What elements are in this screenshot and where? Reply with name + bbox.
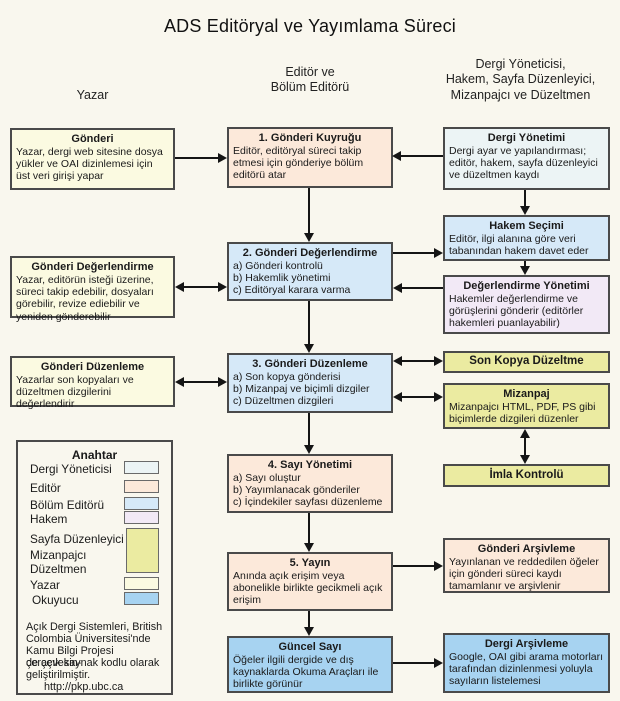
arrow-guncel-sayi-to-dergi-arsivleme [393,658,443,668]
box-body: a) Son kopya gönderisi b) Mizanpaj ve bi… [233,370,370,408]
arrow-sayi-yonetimi-to-yayin [304,513,314,552]
box-body: Editör, ilgi alanına göre veri tabanında… [449,232,589,258]
arrow-degerlendirme-yazar-bidirectional [175,282,227,292]
box-title: 4. Sayı Yönetimi [267,459,353,471]
footnote-line: Kamu Bilgi Projesi çerçevesin- [26,645,114,669]
arrow-duzenleme-yazar-bidirectional [175,377,227,387]
legend-swatch-yazar [124,577,159,590]
arrow-dergi-yonetimi-to-kuyruk [392,151,443,161]
box-body: Anında açık erişim veya abonelikle birli… [233,569,383,607]
box-gonderi-degerlendirme-yazar: Gönderi Değerlendirme Yazar, editörün is… [10,256,175,323]
arrow-duzenleme-mizanpaj-bidirectional [393,392,443,402]
legend-title: Anahtar [71,448,118,462]
box-body: Yazar, editörün isteği üzerine, süreci t… [16,273,154,323]
column-header-dergi-yoneticisi: Dergi Yöneticisi, Hakem, Sayfa Düzenleyi… [445,57,596,102]
footnote-line: Açık Dergi Sistemleri, British [26,621,163,633]
legend-label-bolum-editoru: Bölüm Editörü [30,498,105,512]
arrow-hakem-secimi-to-degerlendirme-yonetimi [520,261,530,275]
box-title: Gönderi [71,133,114,145]
legend-label-duzeltmen: Düzeltmen [30,562,87,576]
box-yayin: 5. Yayın Anında açık erişim veya aboneli… [227,552,393,611]
box-hakem-secimi: Hakem Seçimi Editör, ilgi alanına göre v… [443,215,610,261]
box-dergi-arsivleme: Dergi Arşivleme Google, OAI gibi arama m… [443,633,610,693]
footnote-line: de açık kaynak kodlu olarak [26,657,160,669]
box-body: Yazar, dergi web sitesine dosya yükler v… [16,145,163,183]
legend-swatch-bolum-editoru [124,497,159,510]
legend-label-dergi-yoneticisi: Dergi Yöneticisi [30,462,112,476]
box-body: Öğeler ilgili dergide ve dış kaynaklarda… [233,653,379,691]
arrow-degerlendirme-to-hakem-secimi [393,248,443,258]
diagram-title: ADS Editöryal ve Yayımlama Süreci [163,16,457,36]
legend-box: Anahtar Dergi Yöneticisi Editör Bölüm Ed… [16,440,173,695]
box-degerlendirme-yonetimi: Değerlendirme Yönetimi Hakemler değerlen… [443,275,610,334]
column-header-editor: Editör ve Bölüm Editörü [270,65,350,95]
box-body: Yayınlanan ve reddedilen öğeler için gön… [449,555,599,593]
arrow-gonderi-to-kuyruk [175,153,227,163]
arrow-kuyruk-to-degerlendirme [304,188,314,242]
box-body: a) Sayı oluştur b) Yayımlanacak gönderil… [233,471,383,509]
legend-label-hakem: Hakem [30,512,68,526]
legend-label-editor: Editör [30,481,61,495]
legend-swatch-okuyucu [124,592,159,605]
legend-swatch-dergi-yoneticisi [124,461,159,474]
box-title: Hakem Seçimi [489,220,564,232]
legend-label-mizanpajci: Mizanpajcı [30,548,87,562]
box-title: Dergi Yönetimi [487,132,566,144]
box-title: 2. Gönderi Değerlendirme [242,247,378,259]
box-title: İmla Kontrolü [489,468,564,481]
arrow-degerlendirme-to-duzenleme [304,301,314,353]
box-body: a) Gönderi kontrolü b) Hakemlik yönetimi… [233,259,351,297]
box-gonderi-duzenleme: 3. Gönderi Düzenleme a) Son kopya gönder… [227,353,393,413]
box-title: Gönderi Arşivleme [477,543,576,555]
box-body: Dergi ayar ve yapılandırması; editör, ha… [449,144,598,182]
legend-label-yazar: Yazar [30,578,60,592]
box-dergi-yonetimi: Dergi Yönetimi Dergi ayar ve yapılandırm… [443,127,610,190]
arrow-mizanpaj-imla-bidirectional [520,429,530,464]
box-title: Gönderi Değerlendirme [31,261,154,273]
box-title: Gönderi Düzenleme [40,361,145,373]
box-sayi-yonetimi: 4. Sayı Yönetimi a) Sayı oluştur b) Yayı… [227,454,393,513]
box-title: 3. Gönderi Düzenleme [252,358,368,370]
footnote-url: http://pkp.ubc.ca [44,681,124,693]
column-header-yazar: Yazar [76,88,109,102]
box-mizanpaj: Mizanpaj Mizanpajcı HTML, PDF, PS gibi b… [443,383,610,429]
arrow-yayin-to-guncel-sayi [304,611,314,636]
box-gonderi-kuyrugu: 1. Gönderi Kuyruğu Editör, editöryal sür… [227,127,393,188]
box-gonderi-arsivleme: Gönderi Arşivleme Yayınlanan ve reddedil… [443,538,610,593]
legend-label-sayfa-duzenleyici: Sayfa Düzenleyici [30,532,124,546]
box-body: Mizanpajcı HTML, PDF, PS gibi biçimlerde… [449,400,596,426]
legend-label-okuyucu: Okuyucu [32,593,79,607]
legend-swatch-hakem [124,511,159,524]
legend-swatch-editor [124,480,159,493]
box-title: Değerlendirme Yönetimi [463,280,590,292]
box-gonderi: Gönderi Yazar, dergi web sitesine dosya … [10,128,175,190]
arrow-duzenleme-to-sayi-yonetimi [304,413,314,454]
box-title: Güncel Sayı [278,641,342,653]
legend-swatch-dizgi [126,528,159,573]
box-body: Editör, editöryal süreci takip etmesi iç… [233,144,364,182]
box-title: Dergi Arşivleme [484,638,569,650]
box-gonderi-duzenleme-yazar: Gönderi Düzenleme Yazarlar son kopyaları… [10,356,175,410]
arrow-yayin-to-gonderi-arsivleme [393,561,443,571]
box-body: Hakemler değerlendirme ve görüşlerini gö… [449,292,584,330]
arrow-dergi-yonetimi-to-hakem-secimi [520,190,530,215]
arrow-duzenleme-son-kopya-bidirectional [393,356,443,366]
arrow-degerlendirme-yonetimi-to-degerlendirme [393,283,443,293]
footnote-line: geliştirilmiştir. [26,669,91,681]
box-gonderi-degerlendirme: 2. Gönderi Değerlendirme a) Gönderi kont… [227,242,393,301]
footnote-line: Colombia Üniversitesi'nde [26,633,151,645]
box-son-kopya-duzeltme: Son Kopya Düzeltme [443,351,610,373]
box-title: 1. Gönderi Kuyruğu [258,132,362,144]
box-body: Yazarlar son kopyaları ve düzeltmen dizg… [16,373,134,411]
box-guncel-sayi: Güncel Sayı Öğeler ilgili dergide ve dış… [227,636,393,693]
box-imla-kontrolu: İmla Kontrolü [443,464,610,487]
box-title: Mizanpaj [503,388,550,400]
box-body: Google, OAI gibi arama motorları tarafın… [449,650,604,688]
box-title: Son Kopya Düzeltme [469,355,584,368]
box-title: 5. Yayın [289,557,331,569]
